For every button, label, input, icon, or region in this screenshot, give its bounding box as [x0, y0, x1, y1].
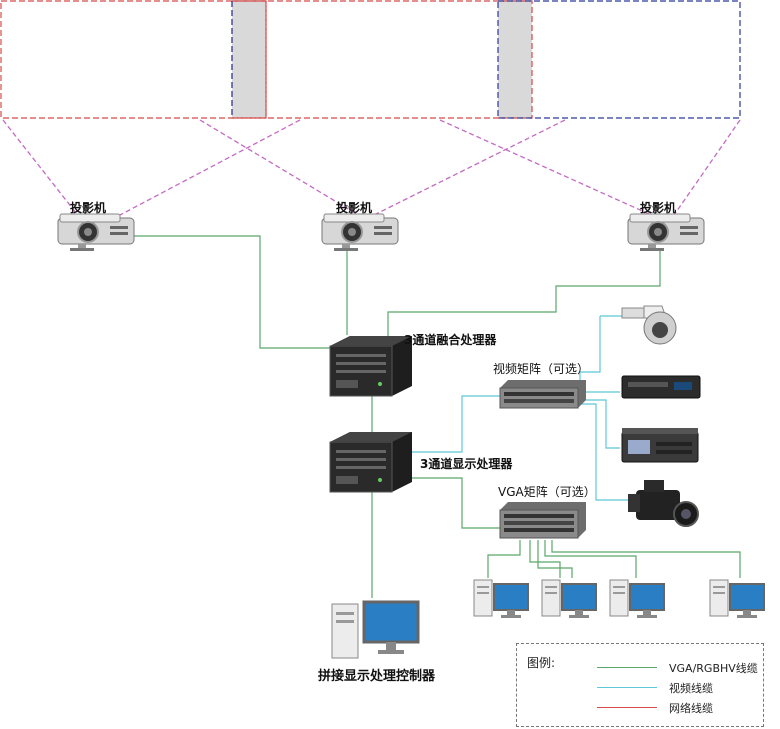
screen-zone-right — [497, 0, 741, 119]
legend-swatch-vga — [597, 667, 657, 668]
legend-swatch-video — [597, 687, 657, 688]
matrix-switch-icon — [499, 502, 586, 539]
monitor-icon — [561, 583, 597, 618]
legend-label-network: 网络线缆 — [669, 702, 713, 715]
legend: 图例: VGA/RGBHV线缆 视频线缆 网络线缆 — [516, 643, 764, 727]
legend-item-video: 视频线缆 — [597, 680, 757, 696]
controller-label: 拼接显示处理控制器 — [318, 669, 436, 684]
pc-workstation — [541, 579, 597, 618]
pc-tower-icon — [541, 579, 561, 617]
legend-label-vga: VGA/RGBHV线缆 — [669, 662, 758, 675]
camcorder-icon — [628, 480, 699, 527]
pc-tower-icon — [709, 579, 729, 617]
cables — [132, 235, 741, 598]
projection-lines — [2, 119, 741, 219]
pc-workstation — [473, 579, 529, 618]
pc-workstation — [709, 579, 765, 618]
pc-tower-icon — [473, 579, 493, 617]
legend-label-video: 视频线缆 — [669, 682, 713, 695]
video-matrix-label: 视频矩阵（可选） — [493, 362, 590, 376]
legend-title: 图例: — [527, 656, 556, 670]
projector-icon — [627, 213, 705, 251]
projector-label-left: 投影机 — [70, 201, 107, 215]
projection-screen — [0, 0, 741, 119]
screen-zone-center — [231, 0, 533, 119]
matrix-switch-icon — [499, 380, 586, 409]
pc-workstation — [609, 579, 665, 618]
monitor-icon — [362, 600, 420, 654]
vcr-icon — [621, 428, 699, 463]
blend-processor-label: 3通道融合处理器 — [404, 333, 497, 347]
screen-zone-left — [0, 0, 267, 119]
monitor-icon — [629, 583, 665, 618]
dvd-player-icon — [621, 375, 701, 399]
monitor-icon — [729, 583, 765, 618]
rack-server-icon — [329, 432, 412, 493]
vga-matrix-label: VGA矩阵（可选） — [498, 485, 596, 499]
legend-item-vga: VGA/RGBHV线缆 — [597, 660, 758, 676]
projector-icon — [321, 213, 399, 251]
projector-icon — [57, 213, 135, 251]
legend-item-network: 网络线缆 — [597, 700, 757, 716]
dome-camera-icon — [621, 305, 677, 345]
legend-swatch-network — [597, 707, 657, 708]
projector-label-center: 投影机 — [336, 201, 373, 215]
blend-band-left — [232, 0, 266, 118]
display-processor-label: 3通道显示处理器 — [420, 457, 513, 471]
blend-band-right — [498, 0, 532, 118]
controller-workstation — [331, 600, 420, 659]
rack-server-icon — [329, 336, 412, 397]
projector-label-right: 投影机 — [640, 201, 677, 215]
monitor-icon — [493, 583, 529, 618]
pc-tower-icon — [609, 579, 629, 617]
